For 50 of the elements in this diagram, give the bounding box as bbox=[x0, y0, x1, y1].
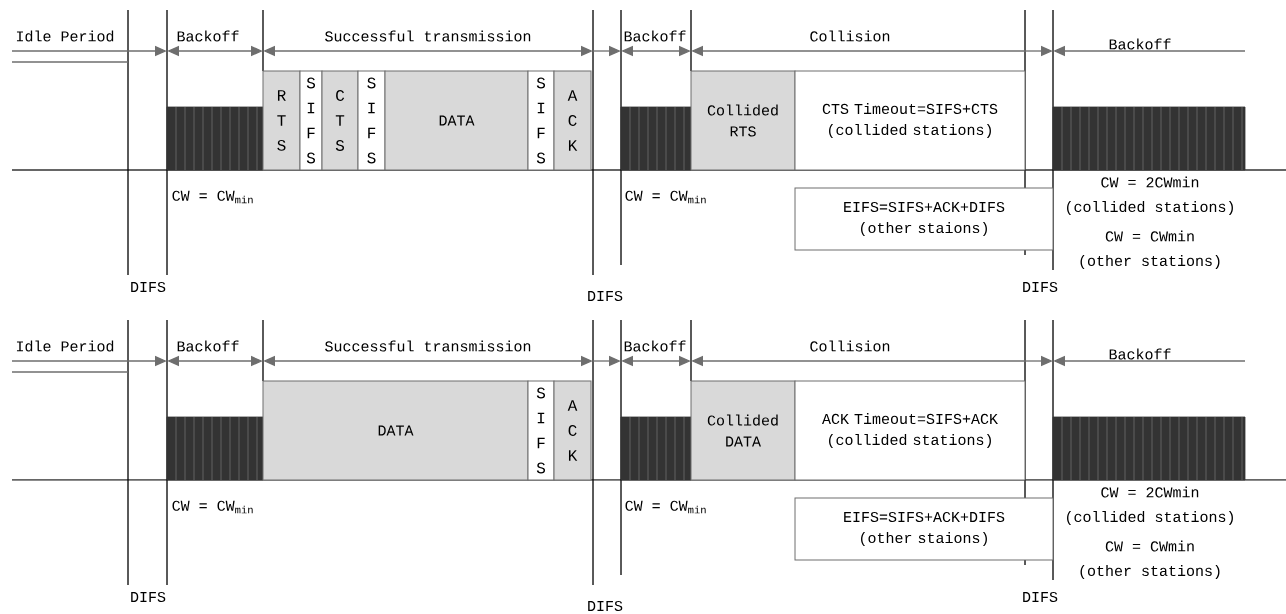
duration-label: Idle Period bbox=[16, 340, 114, 352]
backoff-bar bbox=[1052, 106, 1246, 171]
difs-label: DIFS bbox=[588, 290, 623, 302]
difs-label: DIFS bbox=[131, 591, 166, 603]
note-text: (other stations) bbox=[1080, 565, 1220, 579]
duration-label: Collision bbox=[810, 30, 890, 42]
frame-field: S I F S bbox=[357, 70, 386, 171]
backoff-bar bbox=[166, 106, 264, 171]
frame-box: DATA bbox=[384, 70, 529, 171]
duration-label: Backoff bbox=[177, 30, 239, 42]
duration-label: Backoff bbox=[177, 340, 239, 352]
note-text: CW = CW$_{min}$ bbox=[625, 190, 706, 204]
frame-box: ACK Timeout=SIFS+ACK (collided stations) bbox=[794, 380, 1026, 481]
note-text: (collided stations) bbox=[1067, 201, 1233, 215]
frame-box: Collided DATA bbox=[690, 380, 796, 481]
frame-field: R T S bbox=[262, 70, 301, 171]
duration-label: Backoff bbox=[1109, 348, 1171, 360]
duration-label: Backoff bbox=[624, 340, 686, 352]
duration-label: Collision bbox=[810, 340, 890, 352]
backoff-bar bbox=[1052, 416, 1246, 481]
frame-field: S I F S bbox=[299, 70, 323, 171]
frame-field: C T S bbox=[321, 70, 359, 171]
note-text: CW = CWmin bbox=[1105, 230, 1194, 242]
note-text: CW = CWmin bbox=[1105, 540, 1194, 552]
frame-field: S I F S bbox=[527, 70, 555, 171]
difs-label: DIFS bbox=[1023, 281, 1058, 293]
backoff-bar bbox=[166, 416, 264, 481]
backoff-bar bbox=[620, 416, 692, 481]
frame-field: A C K bbox=[553, 70, 592, 171]
note-text: CW = CW$_{min}$ bbox=[172, 500, 253, 514]
duration-label: Successful transmission bbox=[325, 30, 531, 42]
frame-field: S I F S bbox=[527, 380, 555, 481]
duration-label: Idle Period bbox=[16, 30, 114, 42]
frame-field: A C K bbox=[553, 380, 592, 481]
frame-box: Collided RTS bbox=[690, 70, 796, 171]
frame-box: DATA bbox=[262, 380, 529, 481]
note-text: (collided stations) bbox=[1067, 511, 1233, 525]
duration-label: Backoff bbox=[1109, 38, 1171, 50]
duration-label: Backoff bbox=[624, 30, 686, 42]
backoff-bar bbox=[620, 106, 692, 171]
difs-label: DIFS bbox=[131, 281, 166, 293]
frame-box: EIFS=SIFS+ACK+DIFS (other staions) bbox=[794, 187, 1054, 251]
duration-label: Successful transmission bbox=[325, 340, 531, 352]
note-text: CW = CW$_{min}$ bbox=[625, 500, 706, 514]
frame-box: CTS Timeout=SIFS+CTS (collided stations) bbox=[794, 70, 1026, 171]
difs-label: DIFS bbox=[1023, 591, 1058, 603]
note-text: (other stations) bbox=[1080, 255, 1220, 269]
note-text: CW = CW$_{min}$ bbox=[172, 190, 253, 204]
frame-box: EIFS=SIFS+ACK+DIFS (other staions) bbox=[794, 497, 1054, 561]
difs-label: DIFS bbox=[588, 600, 623, 612]
